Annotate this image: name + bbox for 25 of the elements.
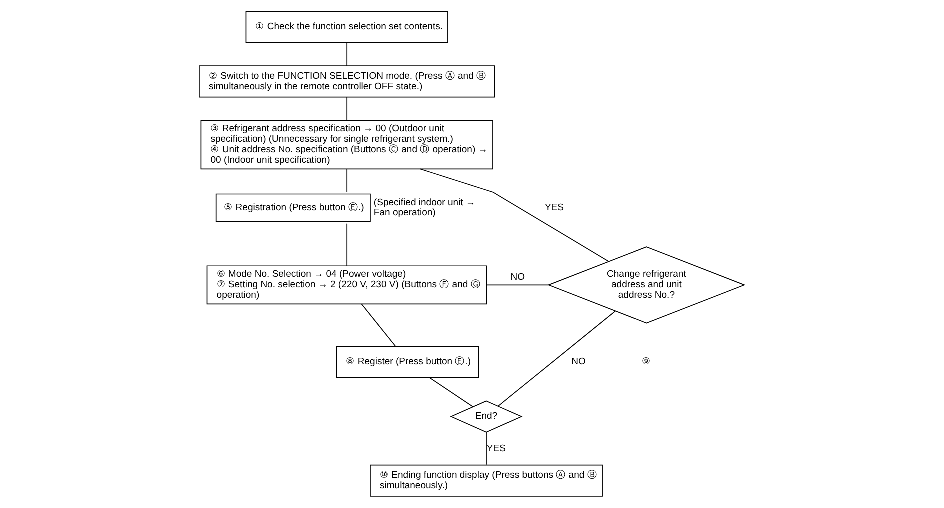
connector <box>346 42 348 66</box>
connector <box>420 168 610 262</box>
node-diamond: Change refrigerant address and unit address No.? <box>548 246 746 324</box>
connector <box>346 223 348 266</box>
connector <box>498 310 616 407</box>
connector <box>361 304 396 348</box>
edge-label: YES <box>486 443 506 454</box>
node-box: ② Switch to the FUNCTION SELECTION mode. (Press Ⓐ and Ⓑ simultaneously in the remote controller OFF state.) <box>199 66 496 98</box>
edge-label: NO <box>572 356 586 368</box>
node-box: ⑤ Registration (Press button Ⓔ.) <box>216 194 371 222</box>
node-box: ③ Refrigerant address specification → 00 (Outdoor unit specification) (Unnecessary for single refrigerant system.) ④ Unit address No. specification (Buttons Ⓒ and Ⓓ operation) → 00 (Indoor unit specification) <box>200 120 494 170</box>
node-box: ① Check the function selection set contents. <box>246 11 448 44</box>
node-box: ⑥ Mode No. Selection → 04 (Power voltage) ⑦ Setting No. selection → 2 (220 V, 230 V) (Buttons Ⓕ and Ⓖ operation) <box>206 266 488 305</box>
connector <box>430 378 474 408</box>
label: ⑨ <box>642 356 652 368</box>
connector <box>346 168 348 193</box>
node-box: ⑧ Register (Press button Ⓔ.) <box>336 346 480 378</box>
connector <box>346 97 348 122</box>
edge-label: YES <box>544 202 564 214</box>
node-box: ⑩ Ending function display (Press buttons Ⓐ and Ⓑ simultaneously.) <box>370 464 603 497</box>
node-label: (Specified indoor unit → Fan operation) <box>374 197 476 219</box>
node-diamond: End? <box>450 400 523 433</box>
connector <box>486 432 487 466</box>
connector <box>486 284 550 286</box>
edge-label: NO <box>510 272 526 283</box>
